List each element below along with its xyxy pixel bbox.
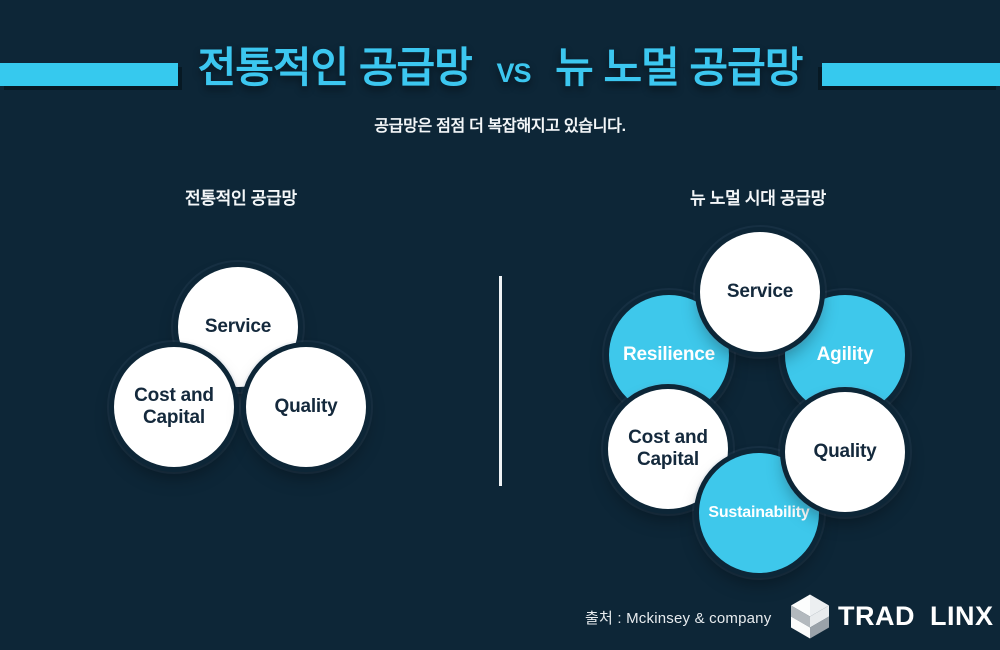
tradlinx-logo: TRAD LINX: [790, 591, 994, 641]
brand-word-trad: TRAD: [838, 600, 915, 631]
accent-bar-left: [0, 63, 178, 86]
circle-label: Quality: [274, 395, 338, 417]
cube-icon: [791, 594, 829, 638]
right-circle-service: Service: [700, 232, 820, 352]
left-section-heading: 전통적인 공급망: [185, 189, 297, 208]
page-subtitle: 공급망은 점점 더 복잡해지고 있습니다.: [374, 118, 626, 135]
page-title: 전통적인 공급망 VS 뉴 노멀 공급망: [0, 40, 1000, 96]
left-circle-cost-and-capital: Cost and Capital: [114, 347, 234, 467]
title-vs-text: VS: [496, 58, 531, 88]
circle-label: Sustainability: [708, 503, 810, 521]
right-circle-quality: Quality: [785, 392, 905, 512]
circle-label: Quality: [813, 440, 877, 462]
circle-label: Service: [726, 280, 794, 302]
circle-label: Cost and Capital: [628, 426, 708, 470]
circle-label: Resilience: [623, 343, 715, 365]
source-attribution: 출처 : Mckinsey & company: [585, 610, 772, 627]
accent-bar-right: [822, 63, 1000, 86]
right-section-heading: 뉴 노멀 시대 공급망: [690, 189, 826, 208]
circle-label: Cost and Capital: [134, 384, 214, 428]
title-left-text: 전통적인 공급망: [197, 44, 473, 91]
circle-label: Agility: [816, 343, 874, 365]
brand-wordmark: TRAD LINX: [838, 601, 994, 632]
left-circle-quality: Quality: [246, 347, 366, 467]
section-divider-line: [499, 276, 502, 486]
brand-word-linx: LINX: [930, 600, 994, 631]
title-right-text: 뉴 노멀 공급망: [555, 44, 803, 91]
circle-label: Service: [204, 315, 272, 337]
